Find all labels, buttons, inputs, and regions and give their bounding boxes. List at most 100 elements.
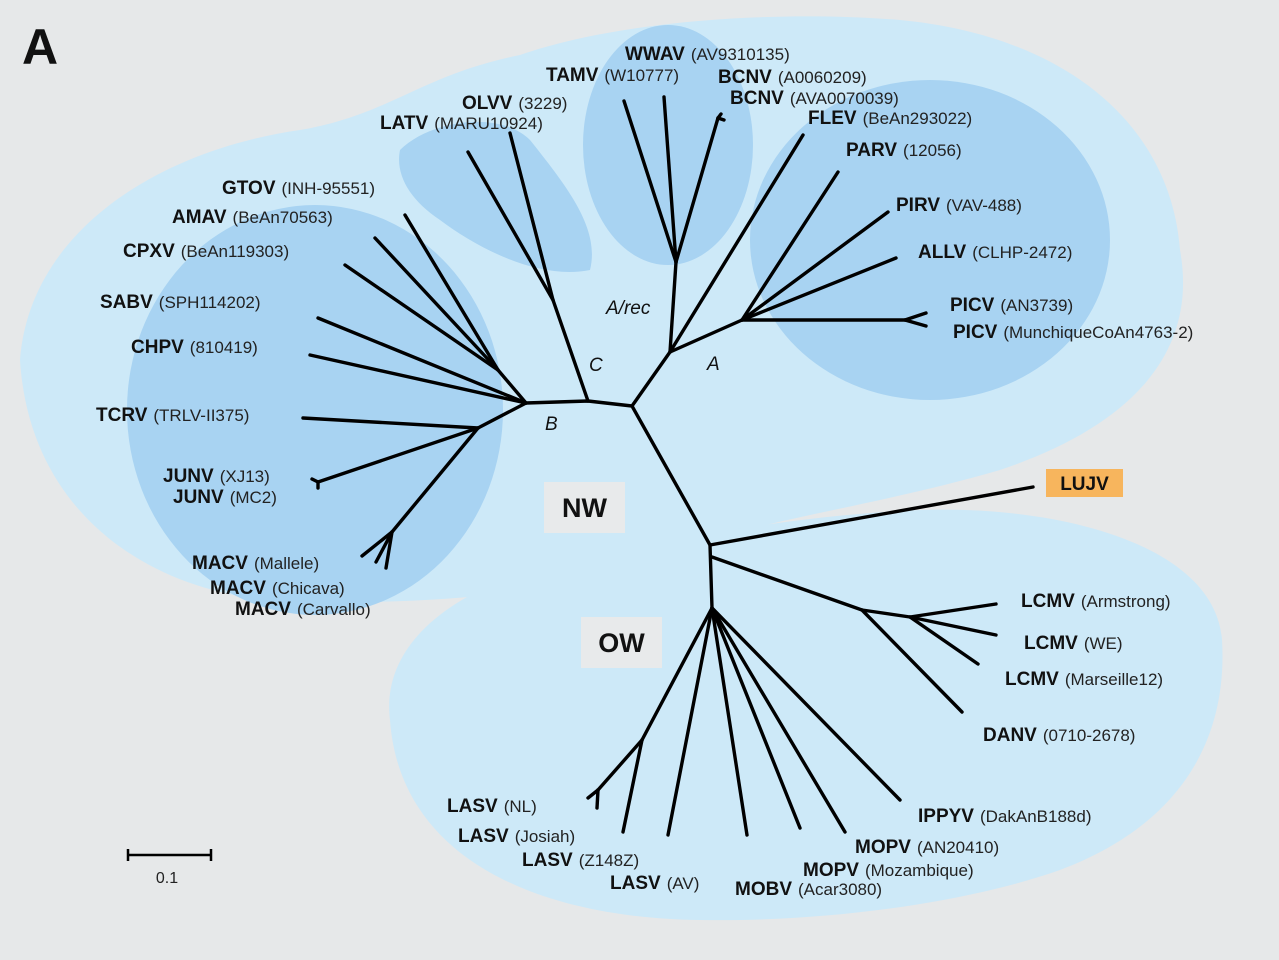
- taxon-label: IPPYV(DakAnB188d): [918, 806, 1092, 827]
- taxon-label: LASV(Josiah): [458, 826, 575, 847]
- branch-a-inner: [668, 318, 744, 354]
- clade-label-c: C: [589, 355, 603, 376]
- branch-a-stem: [630, 350, 672, 408]
- clade-label-b: B: [545, 414, 558, 435]
- branch-lcmv-we: [908, 615, 998, 637]
- branch-macv-stem: [390, 426, 480, 534]
- branch-cpxv: [343, 263, 500, 372]
- group-labels: NW OW: [544, 482, 662, 668]
- branch-lasv-stem: [640, 606, 714, 742]
- taxon-label: OLVV(3229): [462, 93, 567, 114]
- branch-lasv-av: [666, 606, 714, 837]
- branch-lcmv-inner: [860, 608, 912, 619]
- branch-mopv-an: [710, 606, 847, 834]
- taxon-label: AMAV(BeAn70563): [172, 207, 333, 228]
- branch-c-stem: [551, 298, 590, 403]
- branch-tamv: [622, 99, 678, 264]
- scale-bar: 0.1: [126, 849, 213, 887]
- branch-picv-1: [903, 311, 928, 322]
- branch-ippyv: [710, 606, 902, 802]
- branch-ow-lcmv-stem: [710, 555, 864, 612]
- lujv-box: [1046, 469, 1123, 497]
- lujv-label: LUJV: [1060, 474, 1109, 495]
- branch-macv-2: [374, 530, 394, 564]
- scale-bar-label: 0.1: [156, 870, 178, 887]
- branch-mobv: [710, 606, 749, 837]
- taxon-label: MACV(Chicava): [210, 578, 345, 599]
- taxon-label: GTOV(INH-95551): [222, 178, 375, 199]
- taxon-label: JUNV(XJ13): [163, 466, 270, 487]
- branch-lasv-inner: [596, 738, 644, 792]
- ow-label-box: [581, 617, 662, 668]
- taxon-label: LASV(NL): [447, 796, 537, 817]
- taxon-label: FLEV(BeAn293022): [808, 108, 972, 129]
- branch-lasv-z148z: [621, 738, 644, 834]
- clade-a-region: [750, 80, 1110, 400]
- branch-lasv-josiah: [595, 788, 600, 810]
- taxon-label: CPXV(BeAn119303): [123, 241, 289, 262]
- taxon-label: LASV(AV): [610, 873, 699, 894]
- branch-gtov: [403, 213, 500, 372]
- branch-amav: [373, 236, 500, 372]
- clade-label-a-rec: A/rec: [605, 298, 651, 319]
- taxon-label: LCMV(Armstrong): [1021, 591, 1171, 612]
- taxon-label: LATV(MARU10924): [380, 113, 543, 134]
- nw-label-box: [544, 482, 625, 533]
- taxon-label: MOBV(Acar3080): [735, 879, 882, 900]
- taxon-labels: WWAV(AV9310135) TAMV(W10777) BCNV(A00602…: [96, 44, 1193, 900]
- taxon-label: MACV(Carvallo): [235, 599, 371, 620]
- branch-pirv: [740, 210, 890, 322]
- taxon-label: DANV(0710-2678): [983, 725, 1135, 746]
- taxon-label: JUNV(MC2): [173, 487, 277, 508]
- taxon-label: TCRV(TRLV-II375): [96, 405, 249, 426]
- taxon-label: BCNV(AVA0070039): [730, 88, 899, 109]
- taxon-label: PARV(12056): [846, 140, 962, 161]
- taxon-label: PICV(AN3739): [950, 295, 1073, 316]
- clade-labels: A/rec A B C: [545, 298, 720, 435]
- taxon-label: LCMV(WE): [1024, 633, 1123, 654]
- taxon-label: ALLV(CLHP-2472): [918, 242, 1072, 263]
- branch-b-upper: [496, 368, 528, 405]
- branch-macv-1: [360, 530, 394, 558]
- branch-tcrv: [301, 416, 480, 430]
- panel-label: A: [22, 19, 58, 75]
- branch-chpv: [308, 353, 528, 405]
- lujv-highlight: LUJV: [1046, 469, 1123, 497]
- branch-allv: [740, 256, 898, 322]
- branch-junv-stem: [316, 426, 480, 484]
- taxon-label: LASV(Z148Z): [522, 850, 639, 871]
- clade-label-a: A: [706, 354, 720, 375]
- branch-mopv-moz: [710, 606, 802, 830]
- branch-bcnv-stem: [674, 116, 720, 264]
- taxon-label: PIRV(VAV-488): [896, 195, 1022, 216]
- taxon-label: BCNV(A0060209): [718, 67, 867, 88]
- branch-wwav: [662, 95, 678, 264]
- branch-parv: [740, 170, 840, 322]
- branch-flev: [668, 133, 805, 354]
- taxon-label: SABV(SPH114202): [100, 292, 261, 313]
- branch-olvv: [508, 131, 555, 302]
- taxon-label: PICV(MunchiqueCoAn4763-2): [953, 322, 1193, 343]
- branch-lcmv-armstrong: [908, 602, 998, 619]
- tree-branches: [301, 95, 1035, 837]
- taxon-label: WWAV(AV9310135): [625, 44, 790, 65]
- taxon-label: LCMV(Marseille12): [1005, 669, 1163, 690]
- taxon-label: TAMV(W10777): [546, 65, 679, 86]
- branch-latv: [466, 150, 555, 302]
- branch-bcnv-2: [716, 116, 726, 122]
- branch-picv-2: [903, 318, 928, 328]
- taxon-label: MOPV(AN20410): [855, 837, 999, 858]
- branch-lujv: [708, 485, 1035, 547]
- branch-a-rec-stem: [668, 260, 678, 354]
- branch-sabv: [316, 316, 528, 405]
- branch-macv-3: [384, 530, 394, 570]
- taxon-label: MACV(Mallele): [192, 553, 319, 574]
- ow-region: [389, 509, 1223, 921]
- taxon-label: MOPV(Mozambique): [803, 860, 974, 881]
- nw-label: NW: [562, 493, 607, 523]
- taxon-label: CHPV(810419): [131, 337, 258, 358]
- branch-danv: [860, 608, 964, 714]
- ow-label: OW: [598, 628, 645, 658]
